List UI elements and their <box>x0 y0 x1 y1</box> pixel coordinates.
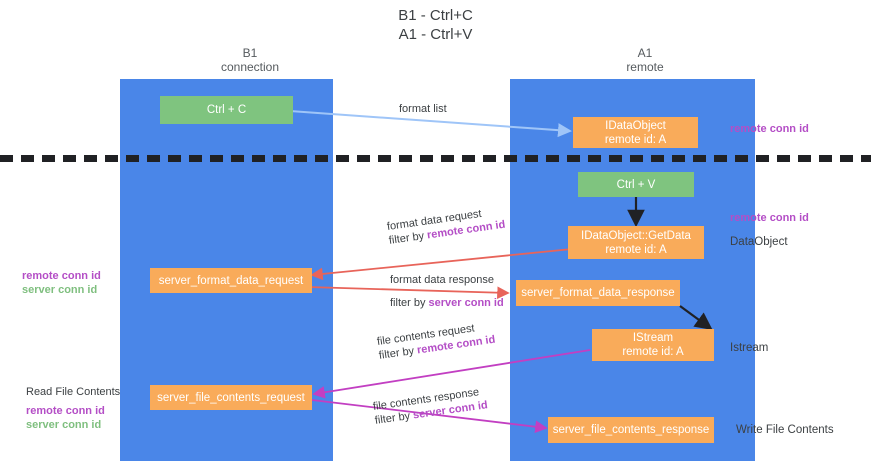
left-note-bottom-server: server conn id <box>26 419 102 431</box>
edge-label-format-data-request: format data request filter by remote con… <box>386 204 506 248</box>
node-istream-line1: IStream <box>632 332 674 344</box>
right-note-remote-conn-id-top: remote conn id <box>730 123 809 135</box>
edge-label-format-data-response: format data response filter by server co… <box>390 273 504 310</box>
filter-prefix: filter by <box>378 344 418 362</box>
node-ctrl-v[interactable]: Ctrl + V <box>578 172 694 197</box>
edge-label-file-contents-response: file contents response filter by server … <box>372 384 489 428</box>
node-getdata-line1: IDataObject::GetData <box>581 229 691 242</box>
filter-prefix: filter by <box>388 229 428 247</box>
node-idataobject-getdata[interactable]: IDataObject::GetData remote id: A <box>568 226 704 259</box>
edge-label-format-list: format list <box>399 103 447 115</box>
node-server-format-data-response-label: server_format_data_response <box>521 287 675 299</box>
right-note-remote-conn-id-mid: remote conn id <box>730 212 809 224</box>
left-note-mid-server: server conn id <box>22 284 98 296</box>
node-idataobject[interactable]: IDataObject remote id: A <box>573 117 698 148</box>
edge-label-format-data-response-filter: filter by server conn id <box>390 296 504 310</box>
filter-prefix: filter by <box>390 297 429 309</box>
node-getdata-line2: remote id: A <box>605 243 667 256</box>
column-header-b1-name: B1 <box>242 46 258 60</box>
left-note-bottom-heading: Read File Contents <box>26 386 121 398</box>
node-server-format-data-response[interactable]: server_format_data_response <box>516 280 680 306</box>
node-istream-line2: remote id: A <box>622 346 684 358</box>
node-idataobject-line2: remote id: A <box>604 133 667 146</box>
node-istream[interactable]: IStream remote id: A <box>592 329 714 361</box>
phase-separator <box>0 155 871 162</box>
left-note-mid-remote: remote conn id <box>22 270 101 282</box>
node-server-file-contents-response[interactable]: server_file_contents_response <box>548 417 714 443</box>
left-note-bottom-remote: remote conn id <box>26 405 105 417</box>
column-header-a1-name: A1 <box>637 46 653 60</box>
left-note-bottom: Read File Contents remote conn id server… <box>26 385 120 432</box>
node-idataobject-line1: IDataObject <box>605 119 666 132</box>
node-ctrl-v-label: Ctrl + V <box>616 178 656 191</box>
filter-key-server-conn-id: server conn id <box>428 297 504 309</box>
node-server-file-contents-request-label: server_file_contents_request <box>157 391 305 404</box>
node-server-file-contents-request[interactable]: server_file_contents_request <box>150 385 312 410</box>
filter-prefix: filter by <box>374 409 414 427</box>
page-title: B1 - Ctrl+C A1 - Ctrl+V <box>0 6 871 44</box>
column-header-a1: A1 remote <box>545 46 745 74</box>
node-server-format-data-request-label: server_format_data_request <box>158 274 304 287</box>
right-note-dataobject: DataObject <box>730 236 788 248</box>
title-line-2: A1 - Ctrl+V <box>398 26 473 43</box>
column-header-b1-role: connection <box>220 60 280 74</box>
column-header-b1: B1 connection <box>150 46 350 74</box>
right-note-write-file-contents: Write File Contents <box>736 424 834 436</box>
left-note-mid: remote conn id server conn id <box>22 269 101 297</box>
node-ctrl-c[interactable]: Ctrl + C <box>160 96 293 124</box>
edge-label-file-contents-request: file contents request filter by remote c… <box>376 319 496 363</box>
column-header-a1-role: remote <box>626 60 664 74</box>
right-note-istream: Istream <box>730 342 769 354</box>
title-line-1: B1 - Ctrl+C <box>398 7 473 24</box>
node-ctrl-c-label: Ctrl + C <box>206 104 247 116</box>
edge-label-format-data-response-text: format data response <box>390 274 494 286</box>
node-server-format-data-request[interactable]: server_format_data_request <box>150 268 312 293</box>
node-server-file-contents-response-label: server_file_contents_response <box>552 424 710 436</box>
